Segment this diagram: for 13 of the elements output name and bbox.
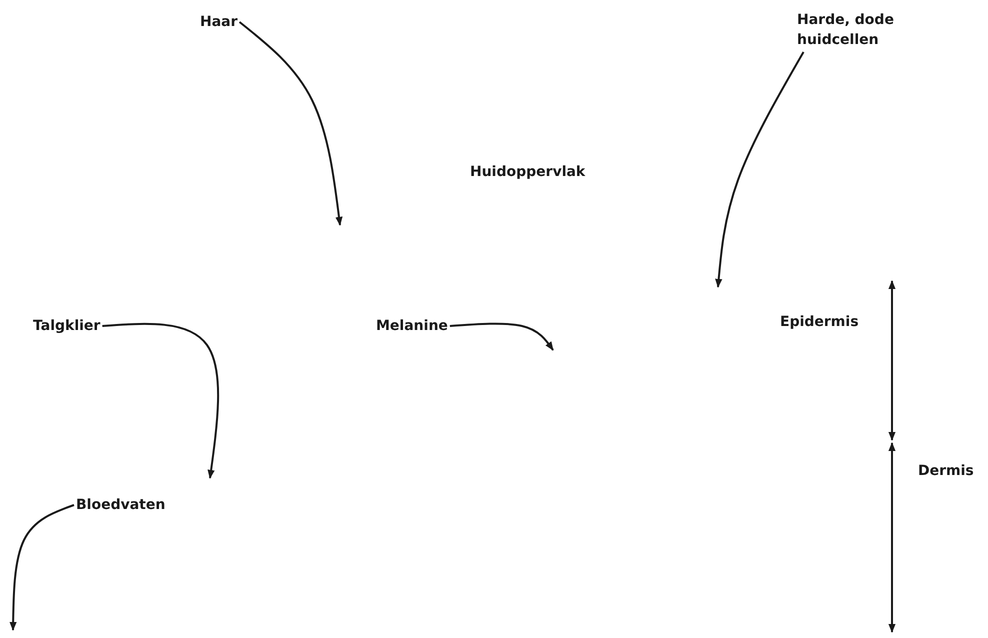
callout-label: Harde, dode huidcellen [797, 10, 927, 50]
callout-label: Melanine [376, 316, 448, 336]
callout-label: Bloedvaten [76, 495, 166, 515]
leader-line [10, 504, 74, 631]
part-label: Epidermis [780, 313, 859, 332]
part-label: Dermis [918, 462, 974, 481]
part-label: Huidoppervlak [470, 163, 586, 182]
leader-line [238, 21, 343, 226]
callout-label: Talgklier [33, 316, 100, 336]
leader-line [715, 52, 804, 288]
leader-line [102, 322, 220, 479]
callout-label: Haar [200, 12, 238, 32]
leader-line [450, 322, 554, 351]
